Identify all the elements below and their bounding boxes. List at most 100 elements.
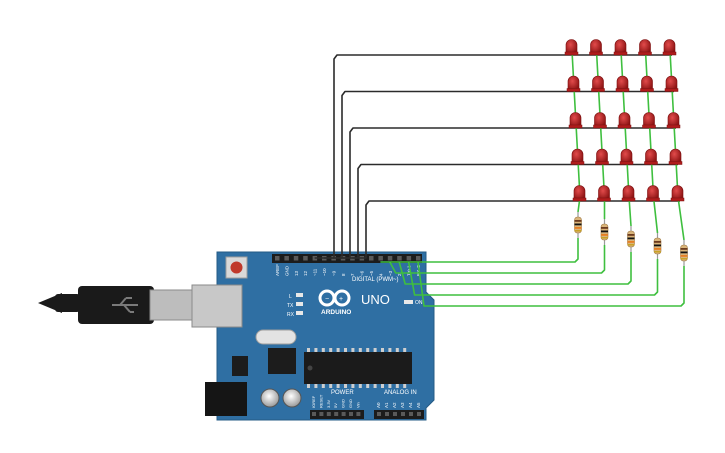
led[interactable] <box>570 148 585 165</box>
led[interactable] <box>662 39 677 56</box>
led[interactable] <box>566 75 581 92</box>
usb-cable-strain-relief <box>55 294 80 312</box>
chip-pin <box>366 348 370 352</box>
digital-pin-hole[interactable] <box>378 256 383 261</box>
analog-pin-hole[interactable] <box>393 412 397 416</box>
digital-pin-hole[interactable] <box>397 256 402 261</box>
digital-pin-label: 4 <box>378 273 383 276</box>
power-pin-hole[interactable] <box>356 412 361 416</box>
usb-port <box>191 284 243 328</box>
rx-led-label: RX <box>287 312 295 318</box>
led[interactable] <box>640 75 654 92</box>
cathode-wire[interactable] <box>352 200 680 259</box>
analog-pin-hole[interactable] <box>409 412 413 416</box>
led[interactable] <box>591 75 605 92</box>
power-pin-hole[interactable] <box>312 412 316 416</box>
analog-pin-hole[interactable] <box>385 412 389 416</box>
led[interactable] <box>572 185 587 202</box>
resistor[interactable] <box>653 233 662 259</box>
anode-pin-wire[interactable] <box>417 261 685 307</box>
led[interactable] <box>664 75 679 92</box>
led[interactable] <box>668 148 683 165</box>
led[interactable] <box>619 148 634 165</box>
arduino-logo-icon <box>318 289 351 307</box>
led[interactable] <box>564 39 579 56</box>
digital-pin-hole[interactable] <box>406 256 412 261</box>
anode-pin-wire[interactable] <box>389 245 606 274</box>
analog-pin-label: A3 <box>400 402 405 408</box>
chip-pin <box>307 384 310 388</box>
digital-pin-label: ~5 <box>369 270 374 276</box>
capacitor-left <box>260 388 280 408</box>
chip-pin <box>388 384 392 388</box>
small-chip <box>232 356 248 376</box>
power-pin-label: 5V <box>333 403 338 408</box>
resistor[interactable] <box>627 226 635 252</box>
power-pin-hole[interactable] <box>326 412 331 416</box>
power-pin-label: Vin <box>355 402 360 408</box>
power-pin-label: IOREF <box>311 395 316 408</box>
analog-pin-label: A4 <box>408 402 413 408</box>
power-pin-label: 3.3V <box>326 399 331 408</box>
analog-pin-hole[interactable] <box>401 412 405 416</box>
anode-pin-wire[interactable] <box>407 259 659 296</box>
digital-pin-label: 7 <box>350 273 355 276</box>
power-pin-hole[interactable] <box>341 412 346 416</box>
led[interactable] <box>646 185 660 202</box>
anode-pin-wire[interactable] <box>380 238 579 263</box>
chip-pins <box>307 348 407 388</box>
analog-header <box>374 410 424 419</box>
led[interactable] <box>597 185 611 202</box>
resistor[interactable] <box>600 219 609 245</box>
chip-pin <box>314 384 318 388</box>
digital-pin-label: ~11 <box>313 268 318 276</box>
reset-button-cap <box>230 261 243 274</box>
power-pin-holes <box>312 412 361 416</box>
digital-pin-label: ~6 <box>360 270 365 276</box>
logo-plus: + <box>339 296 343 303</box>
on-led-label: ON <box>415 300 423 306</box>
led[interactable] <box>613 39 628 56</box>
led[interactable] <box>644 148 658 165</box>
led[interactable] <box>621 185 636 202</box>
digital-pin-hole[interactable] <box>416 256 421 261</box>
led[interactable] <box>638 39 652 56</box>
tx-led-label: TX <box>287 303 294 309</box>
crystal-oscillator <box>255 329 297 345</box>
anode-pin-wire[interactable] <box>398 252 632 285</box>
resistor[interactable] <box>680 240 688 266</box>
power-pin-hole[interactable] <box>349 412 353 416</box>
digital-pin-hole[interactable] <box>275 256 280 261</box>
power-pin-hole[interactable] <box>334 412 339 416</box>
digital-pin-label: 12 <box>303 270 308 276</box>
digital-pin-hole[interactable] <box>369 256 374 261</box>
led[interactable] <box>589 39 603 56</box>
led-matrix <box>564 39 685 202</box>
led[interactable] <box>670 185 685 202</box>
led[interactable] <box>568 112 583 129</box>
resistor[interactable] <box>574 212 582 238</box>
digital-pin-hole[interactable] <box>387 256 393 261</box>
led[interactable] <box>642 112 656 129</box>
digital-pin-hole[interactable] <box>303 256 308 261</box>
led[interactable] <box>615 75 630 92</box>
chip-pin <box>388 348 392 352</box>
chip-pin <box>395 348 399 352</box>
chip-pin <box>366 384 370 388</box>
analog-pin-hole[interactable] <box>377 412 381 416</box>
led[interactable] <box>666 112 681 129</box>
chip-pin <box>329 348 333 352</box>
power-pin-label: RESET <box>318 394 323 408</box>
led[interactable] <box>617 112 632 129</box>
led[interactable] <box>593 112 607 129</box>
chip-pin <box>373 384 377 388</box>
digital-pin-hole[interactable] <box>284 256 289 261</box>
digital-pin-hole[interactable] <box>293 256 299 261</box>
chip-pin <box>351 348 355 352</box>
power-pin-hole[interactable] <box>319 412 324 416</box>
analog-pin-hole[interactable] <box>417 412 421 416</box>
led[interactable] <box>595 148 609 165</box>
